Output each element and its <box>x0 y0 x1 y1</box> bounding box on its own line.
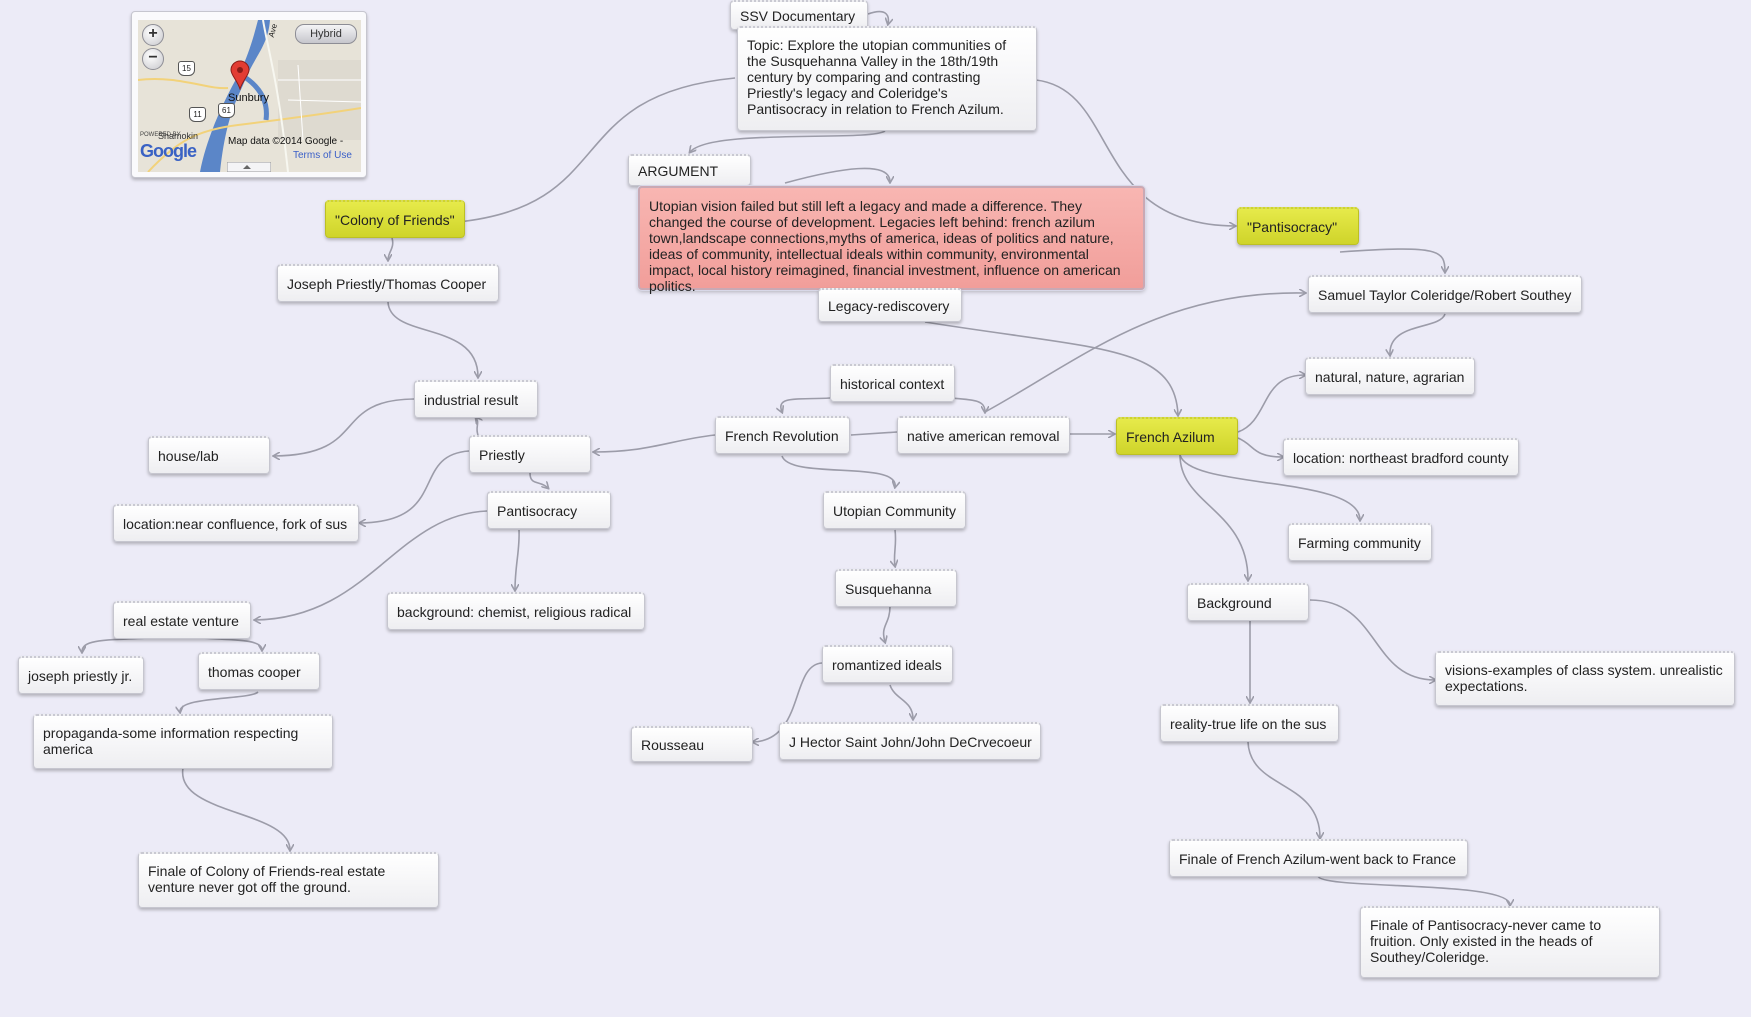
map-terrain <box>138 20 361 172</box>
location-confluence-node[interactable]: location:near confluence, fork of sus <box>113 504 359 542</box>
utopian-community-node[interactable]: Utopian Community <box>823 491 966 529</box>
susquehanna-node[interactable]: Susquehanna <box>835 569 957 607</box>
topic-node[interactable]: Topic: Explore the utopian communities o… <box>737 26 1037 131</box>
edge-pantisocracy-realestate <box>255 510 488 620</box>
visions-class-node[interactable]: visions-examples of class system. unreal… <box>1435 651 1735 706</box>
reality-true-life-node[interactable]: reality-true life on the sus <box>1160 704 1339 742</box>
edge-legacy-azilum <box>924 321 1178 415</box>
edge-pantisocracy-background <box>515 529 520 590</box>
google-logo: Google <box>140 141 197 161</box>
rousseau-node[interactable]: Rousseau <box>631 726 753 762</box>
edge-ssv-topic <box>867 10 888 24</box>
zoom-in-button[interactable]: + <box>142 24 164 46</box>
finale-azilum-node[interactable]: Finale of French Azilum-went back to Fra… <box>1169 839 1468 877</box>
map-view[interactable]: + − Hybrid 15 11 61 Ave Sunbury POWERED … <box>138 20 361 172</box>
location-bradford-node[interactable]: location: northeast bradford county <box>1283 438 1519 476</box>
edge-azilum-background <box>1179 454 1248 580</box>
edge-romantized-hector <box>889 684 913 719</box>
house-lab-node[interactable]: house/lab <box>148 436 270 474</box>
collapse-tab-icon[interactable] <box>227 162 271 172</box>
coleridge-southey-node[interactable]: Samuel Taylor Coleridge/Robert Southey <box>1308 275 1582 313</box>
historical-context-node[interactable]: historical context <box>830 364 955 402</box>
edge-coleridge-natural <box>1390 313 1446 355</box>
edge-susquehanna-romantized <box>884 605 891 642</box>
edge-native-coleridge <box>984 293 1305 413</box>
map-powered-by: POWERED BY <box>140 132 181 138</box>
edge-azilum-natural <box>1237 375 1305 433</box>
background-right-node[interactable]: Background <box>1187 583 1309 621</box>
natural-agrarian-node[interactable]: natural, nature, agrarian <box>1305 357 1475 395</box>
location-pin-icon[interactable] <box>229 60 251 90</box>
map-widget: + − Hybrid 15 11 61 Ave Sunbury POWERED … <box>131 11 367 178</box>
argument-text-node[interactable]: Utopian vision failed but still left a l… <box>638 186 1145 294</box>
terms-of-use-link[interactable]: Terms of Use <box>293 150 352 161</box>
edge-topic-argument <box>690 130 886 152</box>
edge-priestly-industrial <box>476 418 478 436</box>
edge-azilum-location <box>1237 437 1283 457</box>
finale-pantisocracy-node[interactable]: Finale of Pantisocracy-never came to fru… <box>1360 906 1660 978</box>
hybrid-toggle-button[interactable]: Hybrid <box>295 24 357 44</box>
edge-realestate-jr <box>82 637 151 652</box>
edge-joseph-industrial <box>387 301 478 377</box>
edge-azilum-farming <box>1179 454 1360 520</box>
colony-of-friends-node[interactable]: "Colony of Friends" <box>325 200 465 238</box>
edge-pantisocracy-coleridge <box>1339 248 1445 272</box>
edge-priestly-pantisocracy <box>529 472 548 488</box>
map-credit: Map data ©2014 Google - <box>228 136 344 147</box>
ssv-documentary-node[interactable]: SSV Documentary <box>730 0 868 30</box>
propaganda-node[interactable]: propaganda-some information respecting a… <box>33 714 333 769</box>
edge-historical-native <box>949 397 985 412</box>
finale-colony-node[interactable]: Finale of Colony of Friends-real estate … <box>138 852 439 908</box>
edge-topic-pantisocracy <box>1035 79 1235 226</box>
edge-propaganda-finale <box>182 767 290 850</box>
edge-frenchrev-priestly <box>594 434 716 452</box>
hector-saint-john-node[interactable]: J Hector Saint John/John DeCrvecoeur <box>779 722 1041 760</box>
edge-background-visions <box>1309 599 1435 680</box>
native-american-removal-node[interactable]: native american removal <box>897 416 1070 454</box>
edge-frenchrev-native <box>850 431 898 436</box>
route-11-shield: 11 <box>189 107 206 122</box>
real-estate-venture-node[interactable]: real estate venture <box>113 601 251 639</box>
french-azilum-node[interactable]: French Azilum <box>1116 417 1238 455</box>
route-61-shield: 61 <box>218 103 235 118</box>
edge-priestly-location <box>360 450 470 523</box>
edge-cooper-propaganda <box>180 691 259 712</box>
thomas-cooper-node[interactable]: thomas cooper <box>198 652 320 690</box>
joseph-priestly-thomas-cooper-node[interactable]: Joseph Priestly/Thomas Cooper <box>277 264 499 302</box>
farming-community-node[interactable]: Farming community <box>1288 523 1432 561</box>
edge-utopian-susquehanna <box>894 529 895 566</box>
romantized-ideals-node[interactable]: romantized ideals <box>822 645 953 683</box>
legacy-rediscovery-node[interactable]: Legacy-rediscovery <box>818 288 962 322</box>
edge-frenchrev-utopian <box>781 455 895 487</box>
edge-colony-joseph <box>388 237 394 260</box>
map-town-label: Shamokin <box>158 131 199 141</box>
pantisocracy-quote-node[interactable]: "Pantisocracy" <box>1237 207 1359 245</box>
edge-romantized-rousseau <box>753 662 823 742</box>
priestly-node[interactable]: Priestly <box>469 435 591 473</box>
edge-reality-finale <box>1247 741 1320 838</box>
edge-topic-colony <box>458 77 736 222</box>
route-15-shield: 15 <box>178 61 195 76</box>
edge-finale-pantisocracy <box>1317 875 1510 905</box>
edge-realestate-cooper <box>199 637 262 650</box>
edge-argument-text <box>784 167 890 183</box>
zoom-out-button[interactable]: − <box>142 48 164 70</box>
pantisocracy-left-node[interactable]: Pantisocracy <box>487 491 611 529</box>
map-city-label: Sunbury <box>228 92 269 104</box>
industrial-result-node[interactable]: industrial result <box>414 380 538 418</box>
french-revolution-node[interactable]: French Revolution <box>715 416 850 454</box>
edge-historical-frenchrev <box>781 397 831 412</box>
joseph-priestly-jr-node[interactable]: joseph priestly jr. <box>18 656 144 694</box>
argument-label-node[interactable]: ARGUMENT <box>628 154 751 186</box>
background-chemist-node[interactable]: background: chemist, religious radical <box>387 592 645 630</box>
edge-industrial-house <box>274 398 415 456</box>
